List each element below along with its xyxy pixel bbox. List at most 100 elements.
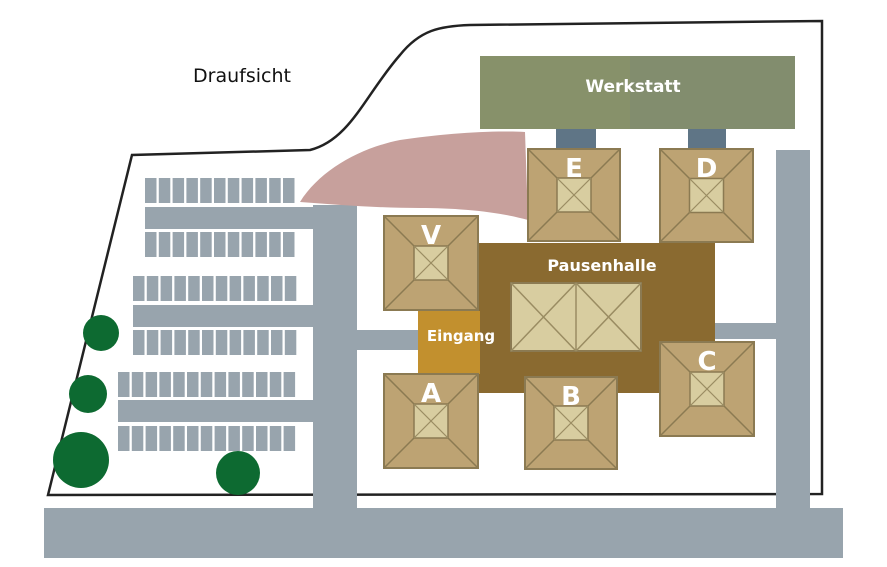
parking-stall [146, 330, 159, 355]
connector-e [556, 129, 596, 149]
parking-stall [228, 426, 240, 451]
parking-stall [284, 276, 297, 301]
parking-row [145, 178, 295, 203]
parking-stall [173, 426, 185, 451]
parking-stall [243, 330, 255, 355]
entrance-label: Eingang [427, 327, 495, 345]
parking-stall [271, 276, 283, 301]
parking-stall [174, 276, 186, 301]
parking-stall [269, 232, 281, 257]
trees [53, 315, 260, 495]
pavilion-v: V [383, 215, 479, 311]
parking-stall [200, 232, 212, 257]
parking-stall [242, 426, 254, 451]
pavilions: V E D A B C [383, 148, 755, 470]
parking-stall [241, 178, 254, 203]
hall-skylight-cross [510, 282, 642, 352]
parking-stall [159, 426, 171, 451]
main-road [44, 508, 843, 558]
pavilion-label-a: A [421, 379, 441, 409]
parking-stall [145, 232, 157, 257]
parking-stall [257, 276, 269, 301]
parking-stall [227, 178, 240, 203]
parking-aisle [133, 305, 315, 327]
parking-stall [269, 372, 282, 397]
parking-stall [146, 276, 159, 301]
parking-stall [202, 276, 214, 301]
pavilion-a: A [383, 373, 479, 469]
parking-stall [159, 372, 171, 397]
tree-4 [216, 451, 260, 495]
parking-stall [131, 372, 144, 397]
workshop-shade [630, 56, 795, 129]
parking-stall [215, 276, 228, 301]
parking-stall [255, 178, 267, 203]
parking-stall [118, 372, 130, 397]
parking-stall [172, 178, 185, 203]
parking-stall [158, 178, 171, 203]
parking-stall [243, 276, 255, 301]
parking-stall [283, 178, 295, 203]
parking-stall [242, 372, 254, 397]
parking-lots [118, 178, 315, 451]
parking-stall [229, 276, 242, 301]
map-title: Draufsicht [193, 65, 291, 87]
connector-d [688, 129, 726, 149]
parking-stall [145, 426, 158, 451]
parking-stall [200, 372, 213, 397]
parking-stall [145, 372, 158, 397]
parking-stall [214, 426, 227, 451]
parking-stall [269, 426, 282, 451]
parking-stall [214, 232, 226, 257]
parking-row [145, 232, 295, 257]
pavilion-label-e: E [565, 154, 583, 184]
parking-stall [227, 232, 240, 257]
parking-aisle [118, 400, 315, 422]
parking-stall [255, 232, 267, 257]
parking-stall [187, 426, 199, 451]
internal-roads [313, 150, 810, 510]
parking-stall [200, 426, 213, 451]
parking-stall [131, 426, 144, 451]
tree-3 [53, 432, 109, 488]
pavilion-label-d: D [696, 154, 718, 184]
parking-stall [173, 372, 185, 397]
parking-stall [284, 330, 297, 355]
parking-stall [133, 276, 145, 301]
parking-stall [200, 178, 212, 203]
parking-stall [158, 232, 171, 257]
parking-stall [186, 178, 198, 203]
parking-stall [256, 426, 268, 451]
parking-aisle [145, 207, 315, 229]
parking-stall [187, 372, 199, 397]
entrance-building [418, 311, 480, 374]
parking-row [118, 426, 296, 451]
parking-stall [229, 330, 242, 355]
pavilion-b: B [524, 376, 618, 470]
parking-stall [172, 232, 185, 257]
parking-row [118, 372, 296, 397]
parking-stall [174, 330, 186, 355]
parking-stall [214, 178, 226, 203]
parking-stall [188, 276, 200, 301]
pavilion-d: D [659, 148, 754, 243]
parking-stall [133, 330, 145, 355]
parking-stall [188, 330, 200, 355]
parking-stall [160, 330, 173, 355]
hall-label: Pausenhalle [547, 256, 656, 275]
parking-stall [186, 232, 198, 257]
pavilion-label-b: B [561, 382, 581, 412]
parking-stall [160, 276, 173, 301]
parking-stall [283, 372, 296, 397]
parking-row [133, 276, 297, 301]
plaza-area [300, 131, 528, 220]
parking-stall [215, 330, 228, 355]
parking-stall [283, 426, 296, 451]
parking-stall [256, 372, 268, 397]
parking-stall [271, 330, 283, 355]
tree-2 [69, 375, 107, 413]
pavilion-c: C [659, 341, 755, 437]
parking-stall [283, 232, 295, 257]
parking-stall [214, 372, 227, 397]
